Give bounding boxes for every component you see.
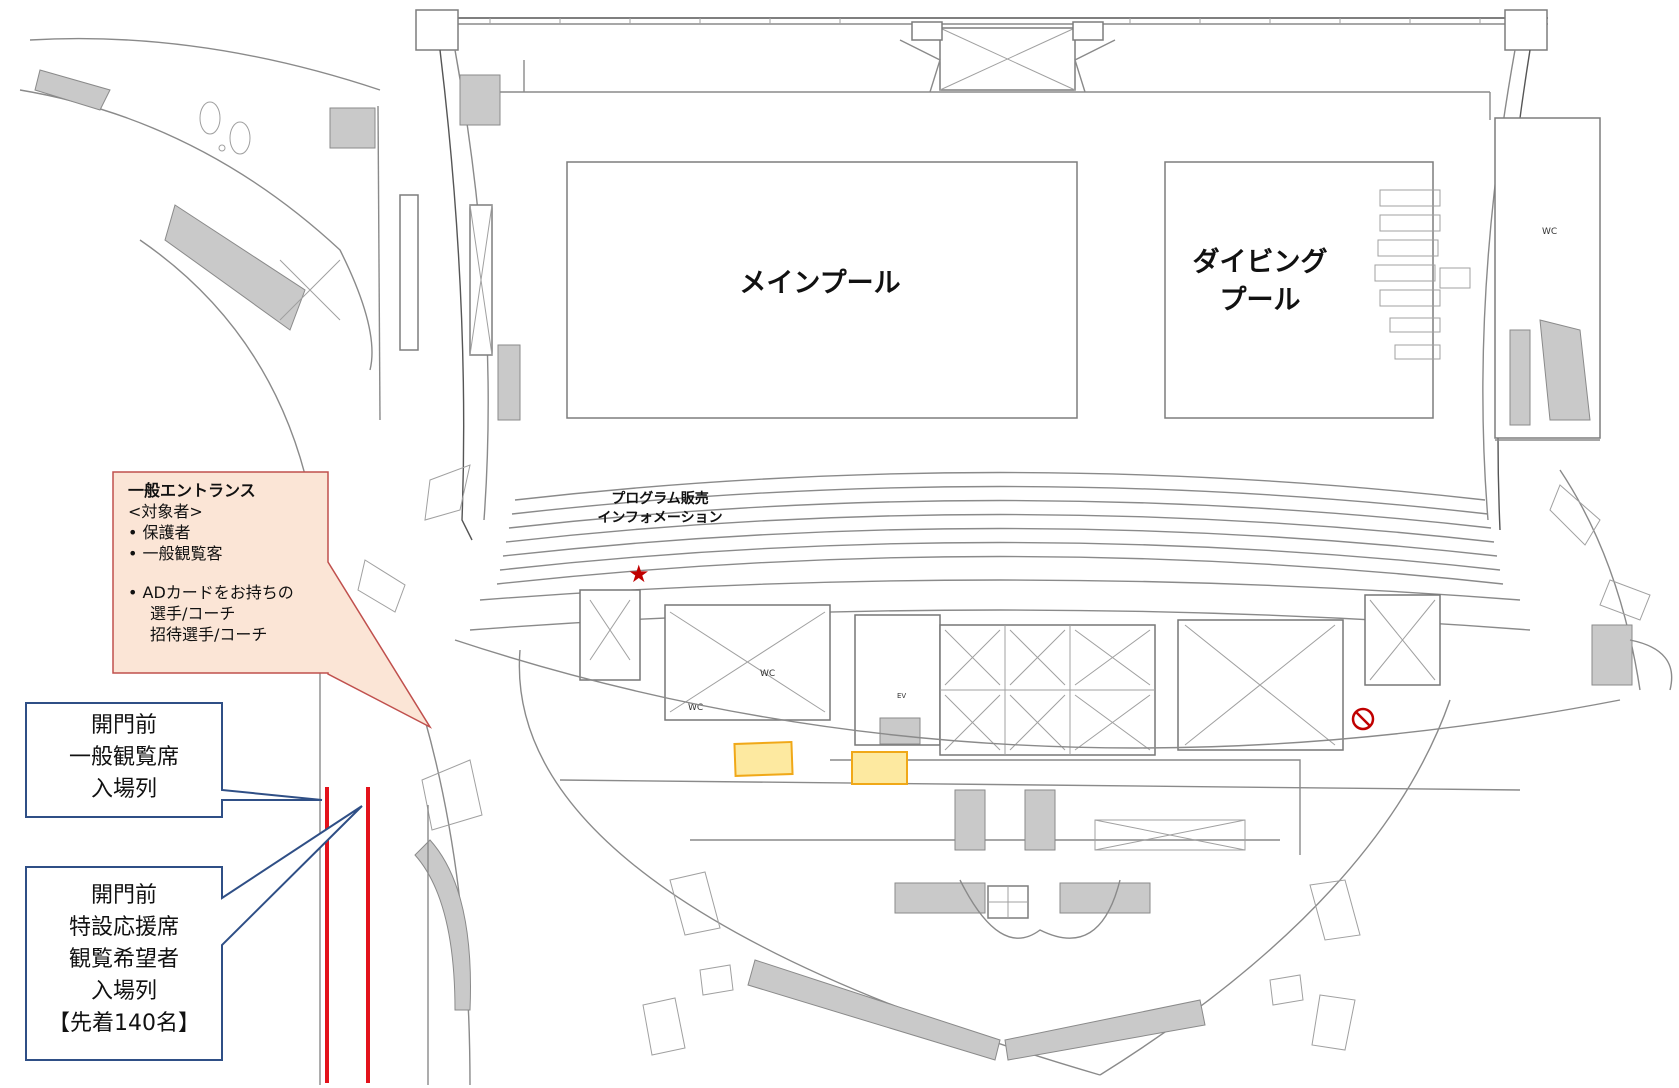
right-wing: WC WC (1494, 117, 1673, 691)
svg-text:EV: EV (897, 692, 906, 700)
svg-text:WC: WC (1542, 227, 1557, 237)
entrance-callout-title: 一般エントランス (128, 481, 256, 500)
info-desk-2 (851, 751, 908, 785)
concourse-rooms: WC WC EV (579, 589, 1441, 756)
program-sales-label: プログラム販売 インフォメーション (560, 490, 760, 528)
entrance-callout-item: • 保護者 (128, 523, 191, 542)
queue-special-line1: 開門前 (90, 883, 157, 908)
landscape-shapes (357, 464, 1361, 1056)
lower-stairs (414, 789, 1246, 1061)
main-pool (566, 161, 1078, 419)
top-entrance (899, 21, 1116, 93)
program-sales-line2: インフォメーション (597, 510, 723, 526)
queue-special-line2: 特設応援席 (68, 915, 179, 940)
info-desk-1 (733, 740, 794, 778)
no-entry-icon (1351, 707, 1375, 731)
queue-special-label: 開門前 特設応援席 観覧希望者 入場列 【先着140名】 (26, 880, 222, 1040)
main-pool-label: メインプール (739, 268, 901, 299)
concourse-outline (424, 639, 1621, 1086)
diving-pool-label-line1: ダイビング (1192, 247, 1328, 278)
entrance-callout-item: 招待選手/コーチ (150, 625, 268, 644)
queue-general-shape (25, 702, 323, 818)
svg-text:WC: WC (760, 669, 775, 679)
queue-general-line2: 一般観覧席 (68, 745, 179, 770)
entrance-callout-shape (112, 471, 433, 729)
queue-special-line4: 入場列 (90, 979, 157, 1004)
queue-special-line5: 【先着140名】 (48, 1011, 200, 1036)
queue-special-shape (25, 805, 363, 1061)
queue-special-line3: 観覧希望者 (68, 947, 179, 972)
queue-general-line3: 入場列 (90, 777, 157, 802)
entrance-callout-subtitle: <対象者> (128, 502, 203, 521)
diving-pool-label-line2: プール (1219, 285, 1301, 316)
entrance-callout-item: • 一般観覧客 (128, 544, 223, 563)
entrance-callout-item: 選手/コーチ (150, 604, 236, 623)
star-icon: ★ (628, 560, 650, 588)
grandstand-seating (469, 471, 1531, 631)
queue-general-line1: 開門前 (90, 713, 157, 738)
queue-general-label: 開門前 一般観覧席 入場列 (26, 710, 222, 806)
svg-text:WC: WC (688, 703, 703, 713)
diving-platforms (1374, 189, 1471, 360)
entrance-callout-item: • ADカードをお持ちの (128, 583, 294, 602)
left-wing (19, 37, 521, 1085)
program-sales-line1: プログラム販売 (611, 491, 709, 507)
diving-pool-label: ダイビング プール (1180, 244, 1340, 320)
entrance-callout: 一般エントランス <対象者> • 保護者 • 一般観覧客 • ADカードをお持ち… (128, 480, 294, 645)
